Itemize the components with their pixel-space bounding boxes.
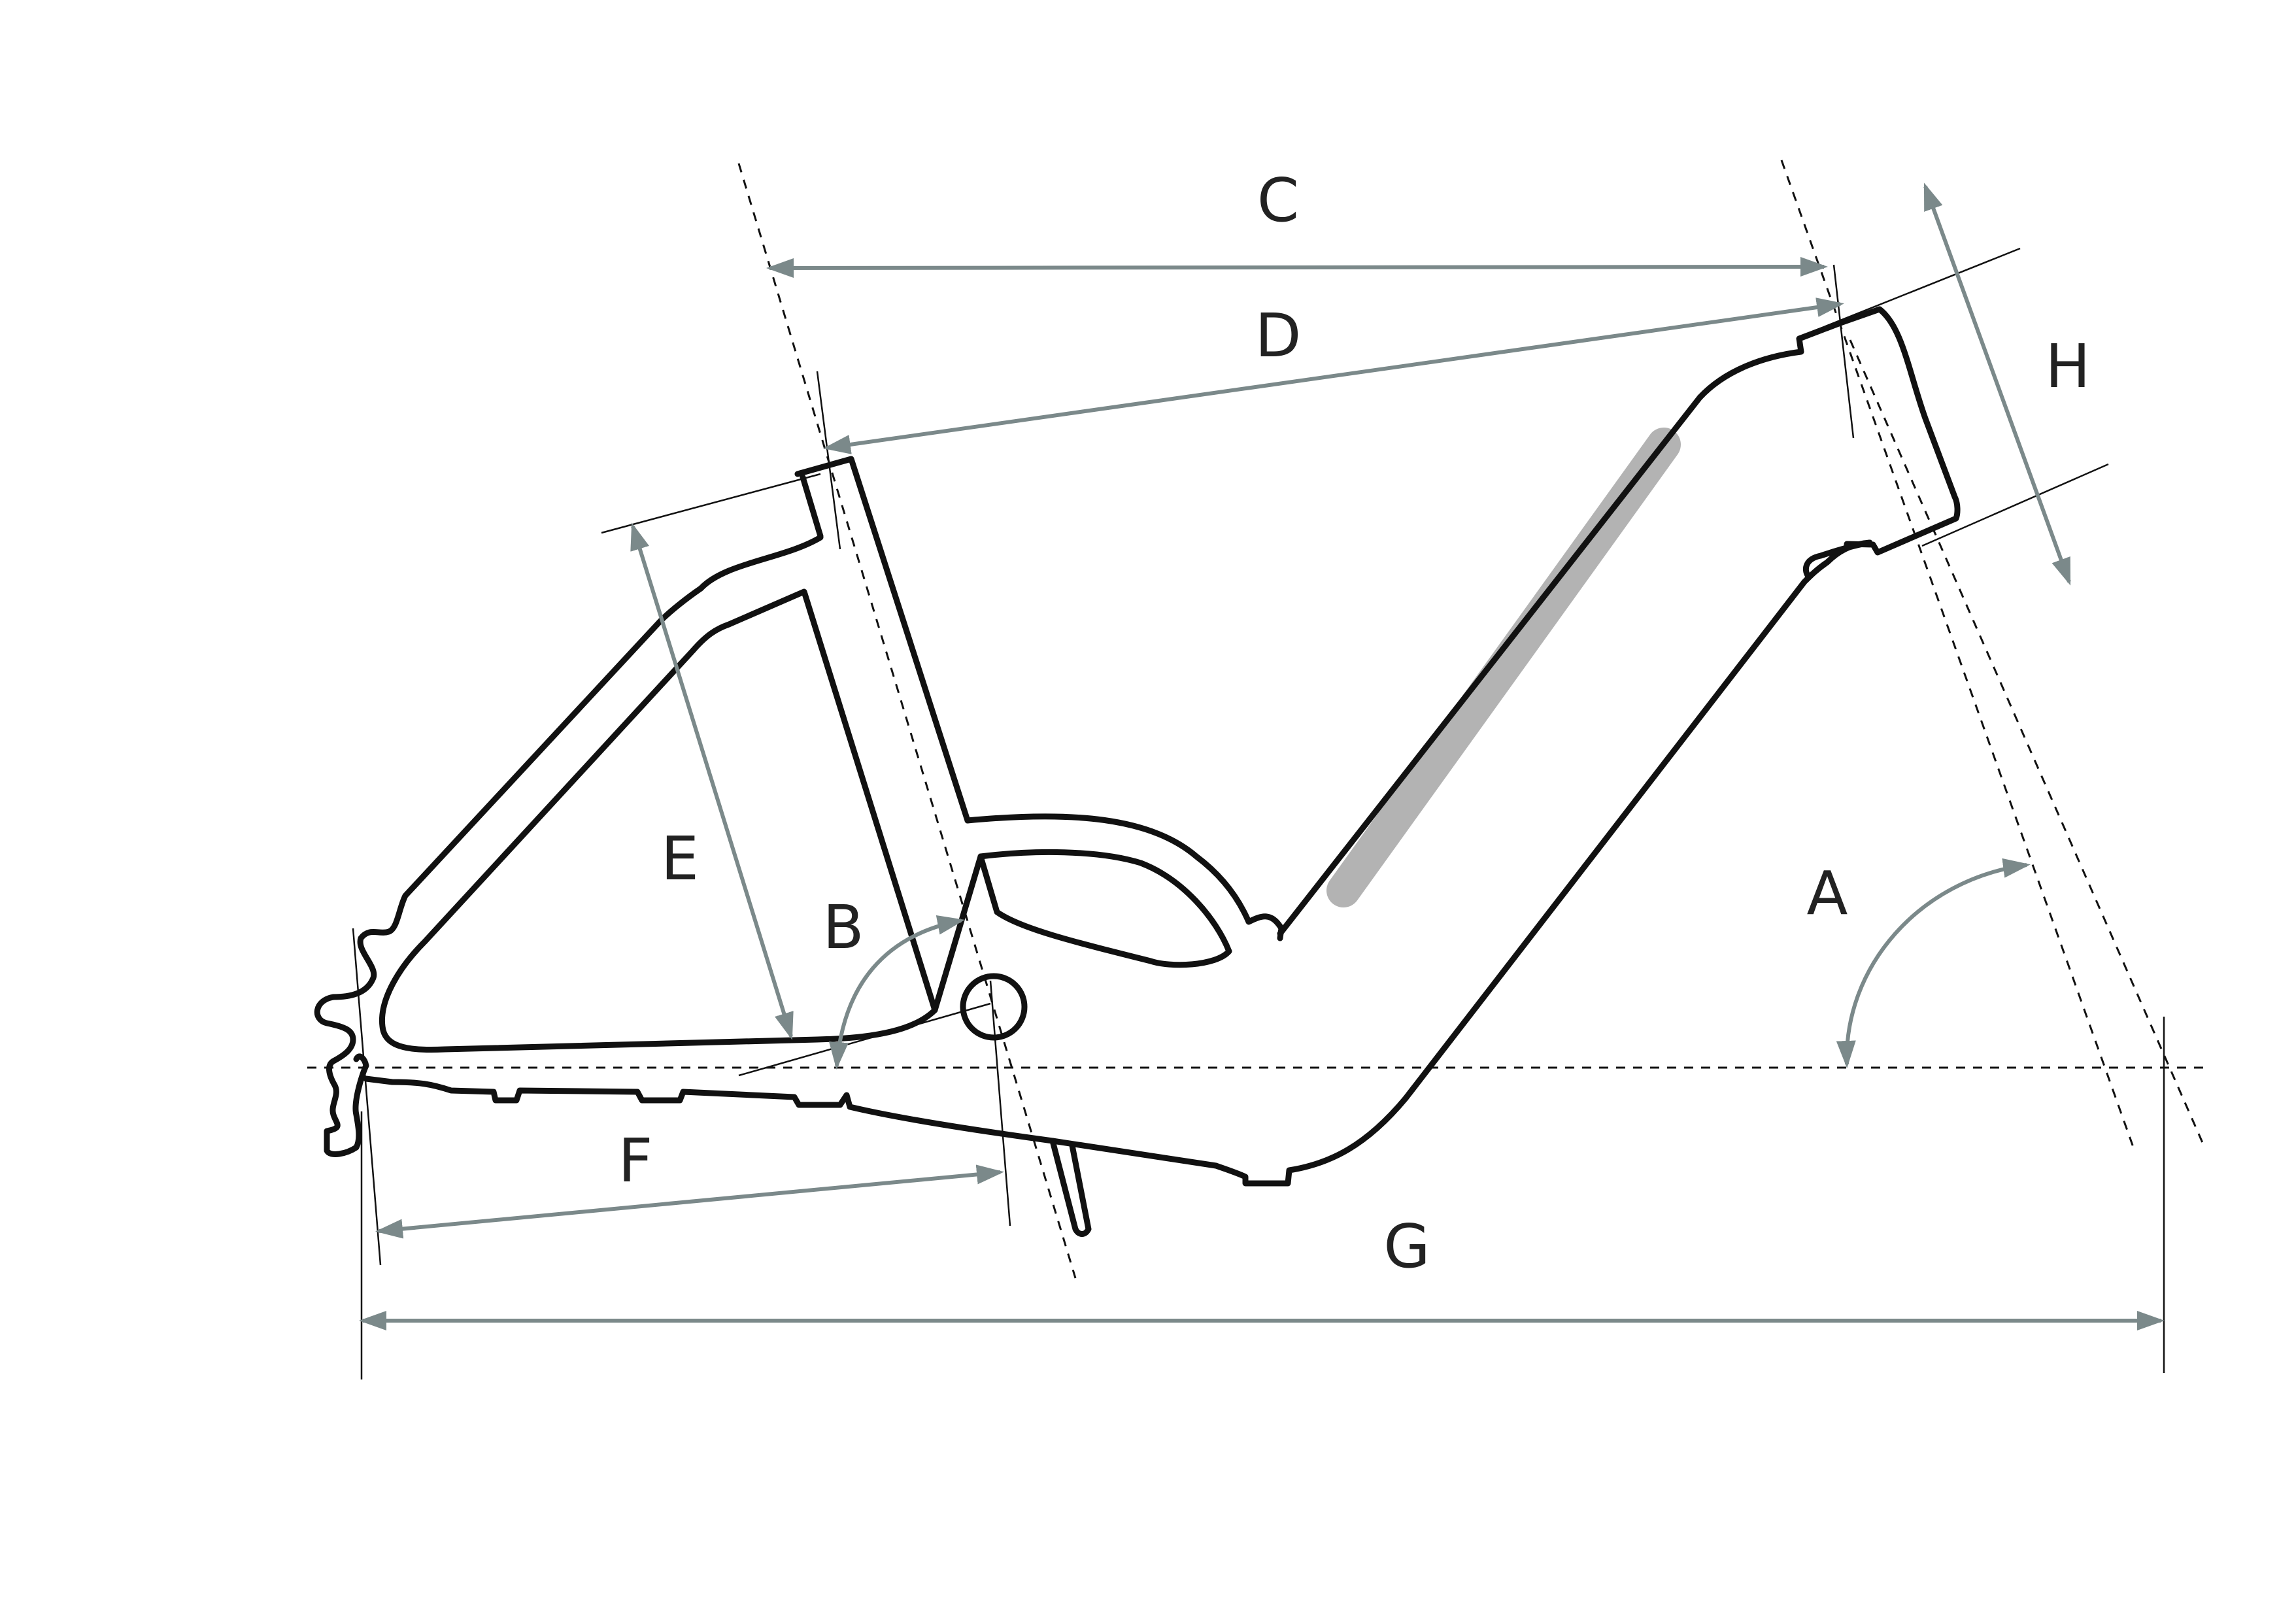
chain-stay-bottom: [363, 1075, 1409, 1187]
dimension-h-arrow: [1923, 182, 2071, 586]
battery-shape: [1326, 428, 1681, 907]
head-tube: [1844, 306, 1961, 556]
seat-tube-axis-line: [737, 163, 1077, 1279]
dimension-d-arrow: [823, 297, 1844, 454]
head-tube-axis-line: [1780, 160, 2136, 1151]
angle-a-arc: [1836, 858, 2031, 1068]
dimension-e-arrow: [630, 522, 794, 1040]
label-f: F: [618, 1126, 653, 1196]
bridge-window: [977, 849, 1232, 968]
dimension-f-arrow: [375, 1164, 1004, 1239]
label-e: E: [661, 824, 699, 894]
label-h: H: [2045, 331, 2090, 401]
dimension-lines: [359, 182, 2165, 1330]
label-c: C: [1257, 165, 1299, 235]
head-tube-left: [1803, 539, 1873, 579]
seat-tube-perpendicular-line: [816, 371, 841, 550]
dimension-c-arrow: [766, 257, 1828, 278]
angle-b-arc: [828, 915, 965, 1070]
head-tube-perpendicular-line: [1832, 264, 1855, 439]
label-d: D: [1255, 301, 1302, 371]
kickstand: [1049, 1138, 1092, 1237]
bottom-bracket-bridge: [964, 813, 1285, 941]
dimension-labels: A B C D E F G H: [618, 165, 2091, 1281]
rear-dropout: [324, 1053, 369, 1157]
head-tube-top-line: [1823, 247, 2021, 328]
label-b: B: [822, 892, 864, 962]
label-a: A: [1807, 858, 1848, 928]
bike-frame: [314, 306, 1961, 1237]
rear-triangle-window: [379, 588, 938, 1053]
top-stack-line: [601, 473, 821, 534]
label-g: G: [1383, 1211, 1430, 1281]
bottom-bracket-perpendicular-line: [989, 980, 1011, 1226]
head-tube-axis-line-2: [1849, 339, 2204, 1145]
down-tube-bottom: [1402, 539, 1873, 1102]
